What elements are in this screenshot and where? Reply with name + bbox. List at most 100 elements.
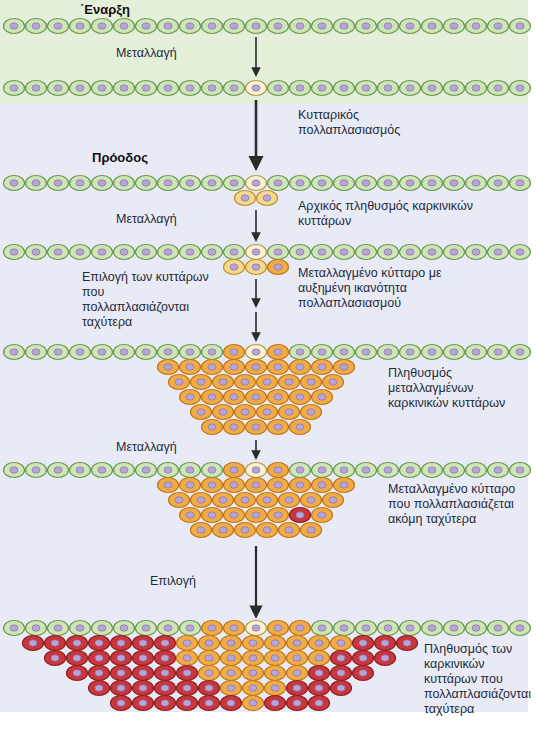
- cell: [290, 81, 311, 96]
- cell: [155, 666, 176, 681]
- cell-nucleus: [164, 482, 172, 488]
- cell-body: [400, 621, 421, 636]
- cell-nucleus: [76, 85, 84, 91]
- cell-body: [133, 681, 154, 696]
- cell-nucleus: [340, 85, 348, 91]
- cell-nucleus: [32, 467, 40, 473]
- cell: [287, 666, 308, 681]
- cell: [177, 681, 198, 696]
- cell-nucleus: [205, 655, 213, 661]
- cell-body: [70, 81, 91, 96]
- cell: [70, 463, 91, 478]
- cell-nucleus: [384, 85, 392, 91]
- cell-body: [444, 621, 465, 636]
- cell-body: [301, 493, 322, 508]
- cell: [213, 375, 234, 390]
- cell-nucleus: [315, 670, 323, 676]
- cell-body: [397, 636, 418, 651]
- cell-body: [213, 523, 234, 538]
- cell-nucleus: [164, 467, 172, 473]
- cell: [312, 478, 333, 493]
- cell: [155, 696, 176, 711]
- cell: [444, 176, 465, 191]
- cell-nucleus: [139, 685, 147, 691]
- cell: [4, 19, 25, 34]
- cell-nucleus: [263, 409, 271, 415]
- cell-nucleus: [428, 23, 436, 29]
- cell-body: [331, 651, 352, 666]
- cell-body: [466, 463, 487, 478]
- cell-nucleus: [428, 180, 436, 186]
- cell-body: [257, 375, 278, 390]
- cell: [158, 345, 179, 360]
- cell-body: [4, 19, 25, 34]
- cell-nucleus: [241, 527, 249, 533]
- cell: [290, 360, 311, 375]
- cell: [133, 651, 154, 666]
- cell: [70, 245, 91, 260]
- cell-body: [268, 390, 289, 405]
- cell: [268, 420, 289, 435]
- cell-body: [191, 493, 212, 508]
- cell-body: [133, 651, 154, 666]
- cell-body: [356, 81, 377, 96]
- cell-nucleus: [516, 23, 524, 29]
- cell: [48, 19, 69, 34]
- section-heading: Πρόοδος: [92, 150, 148, 166]
- cell-body: [510, 621, 531, 636]
- cell-body: [312, 345, 333, 360]
- cell: [243, 651, 264, 666]
- cell-body: [301, 375, 322, 390]
- cell-nucleus: [296, 85, 304, 91]
- cell-nucleus: [252, 625, 260, 631]
- cell: [70, 621, 91, 636]
- cell-body: [70, 345, 91, 360]
- cell-body: [224, 621, 245, 636]
- cell-nucleus: [197, 527, 205, 533]
- cell: [290, 390, 311, 405]
- cell-body: [422, 176, 443, 191]
- cell-nucleus: [208, 424, 216, 430]
- cell-nucleus: [516, 625, 524, 631]
- cell-body: [246, 360, 267, 375]
- cell-nucleus: [318, 364, 326, 370]
- cell: [309, 651, 330, 666]
- cell: [312, 19, 333, 34]
- cell-nucleus: [318, 512, 326, 518]
- cell-nucleus: [293, 700, 301, 706]
- cell: [224, 508, 245, 523]
- cell: [67, 651, 88, 666]
- cell-nucleus: [450, 180, 458, 186]
- cell: [268, 345, 289, 360]
- cell-nucleus: [186, 482, 194, 488]
- cell: [353, 636, 374, 651]
- cell-nucleus: [359, 670, 367, 676]
- cell-body: [111, 636, 132, 651]
- cell: [202, 621, 223, 636]
- cell: [213, 523, 234, 538]
- cell-nucleus: [428, 85, 436, 91]
- cell-nucleus: [208, 180, 216, 186]
- progress-ground: [0, 0, 528, 712]
- cell-nucleus: [117, 640, 125, 646]
- cell-nucleus: [340, 349, 348, 355]
- cell-body: [510, 81, 531, 96]
- cell-nucleus: [307, 379, 315, 385]
- cell-body: [23, 636, 44, 651]
- cell-nucleus: [252, 264, 260, 270]
- cell-nucleus: [362, 85, 370, 91]
- cell-body: [301, 405, 322, 420]
- cell-nucleus: [95, 640, 103, 646]
- cell: [111, 696, 132, 711]
- cell: [356, 176, 377, 191]
- cell: [221, 666, 242, 681]
- cell: [158, 176, 179, 191]
- cell-nucleus: [219, 379, 227, 385]
- cell-body: [353, 636, 374, 651]
- cell-nucleus: [205, 670, 213, 676]
- cell: [224, 463, 245, 478]
- cell: [202, 81, 223, 96]
- cell-body: [155, 666, 176, 681]
- cell-body: [356, 19, 377, 34]
- cell: [136, 19, 157, 34]
